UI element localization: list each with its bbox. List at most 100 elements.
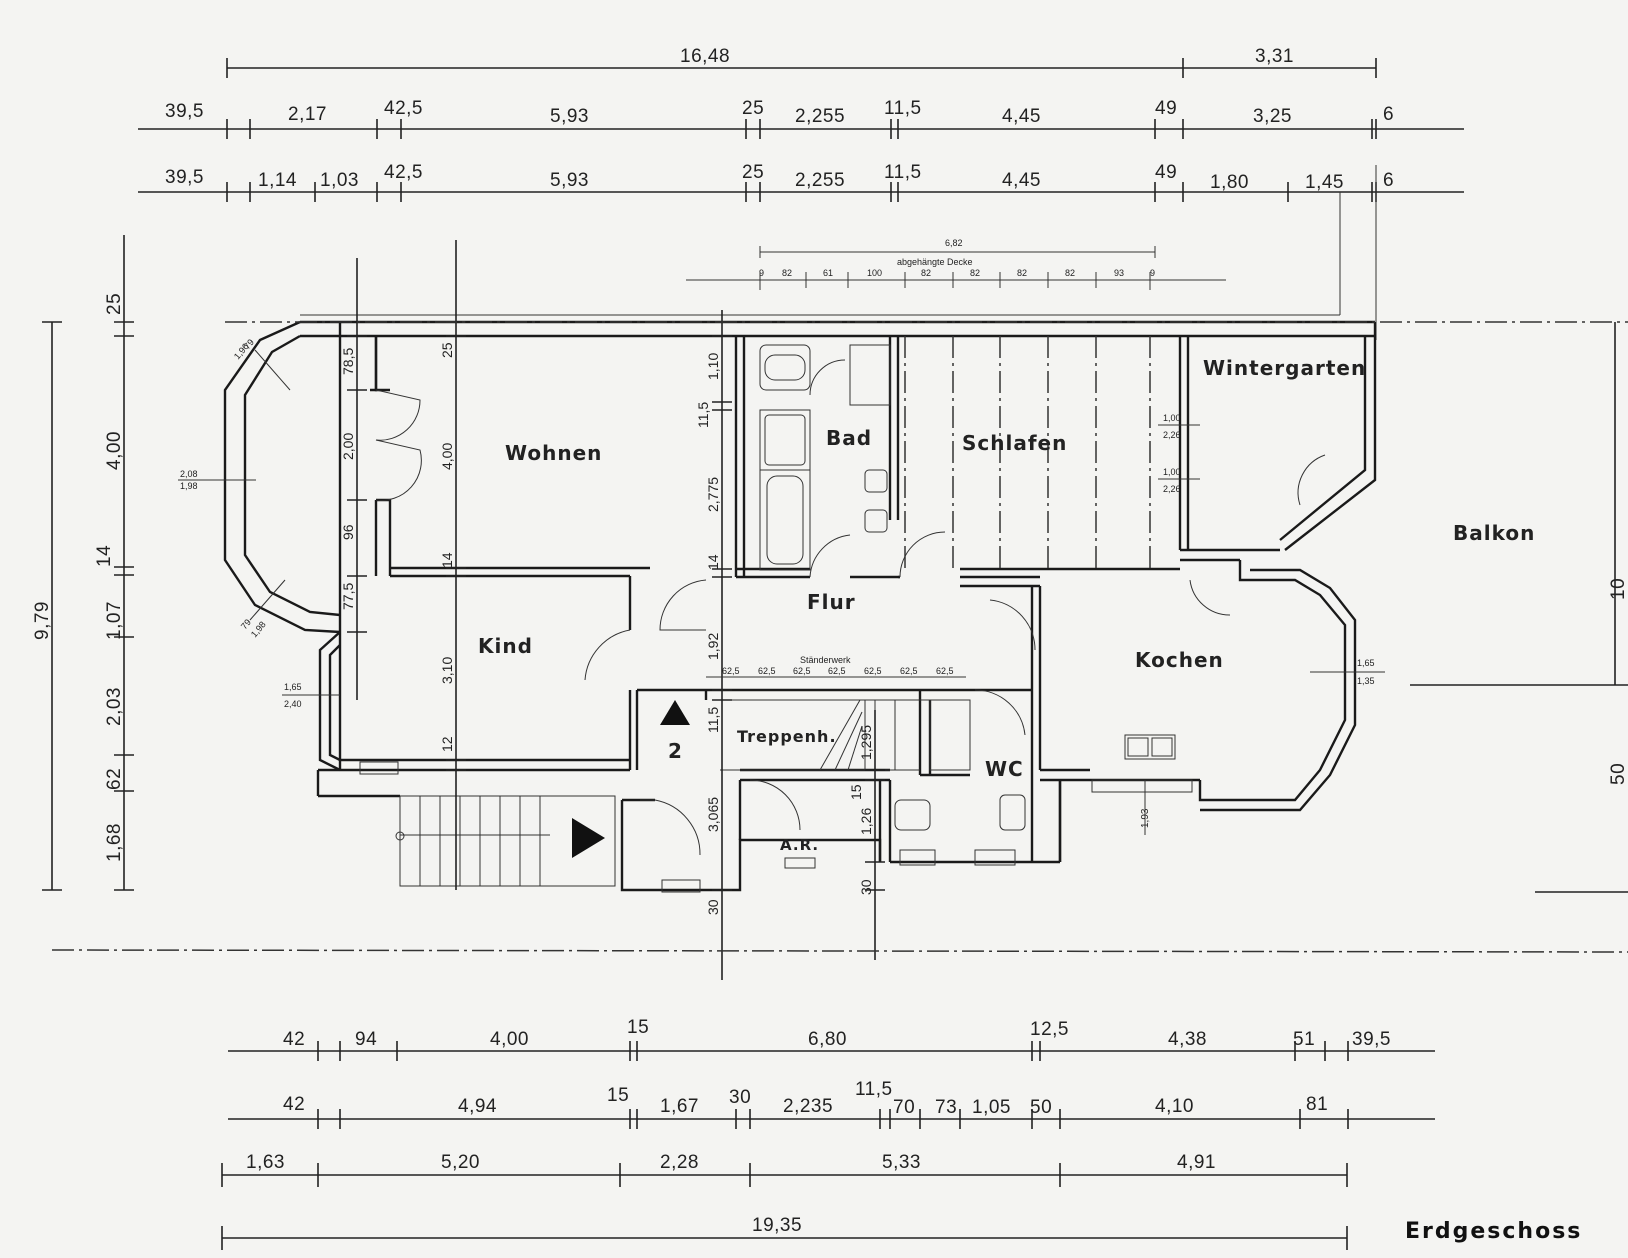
dim-b2-5: 2,235 [783, 1096, 833, 1117]
dim-r1-1: 2,17 [288, 104, 327, 125]
dim-balkon-50: 50 [1608, 763, 1628, 785]
dim-tcol-3: 30 [858, 879, 874, 895]
dim-fcol-0: 1,10 [705, 353, 721, 380]
dim-b1-5: 12,5 [1030, 1019, 1069, 1040]
room-flur: Flur [807, 590, 856, 614]
dim-sw1-1: 2,26 [1163, 430, 1181, 440]
room-wohnen: Wohnen [505, 441, 602, 465]
dim-sw: 62,5 [828, 666, 846, 676]
dim-left-5: 62 [104, 768, 125, 790]
dim-bay-top-0: 79 [242, 337, 256, 351]
dim-tcol-2: 1,26 [858, 808, 874, 835]
ceiling-seg: 82 [782, 268, 792, 278]
dim-left-6: 1,68 [104, 823, 125, 862]
dim-sw: 62,5 [793, 666, 811, 676]
dim-b2-12: 81 [1306, 1094, 1328, 1115]
dim-wcol-2: 14 [439, 552, 455, 568]
dim-balkon-10: 10 [1608, 578, 1628, 600]
dim-sw2-1: 2,26 [1163, 484, 1181, 494]
dim-fcol-2: 2,775 [705, 477, 721, 512]
dim-tcol-1: 15 [848, 784, 864, 800]
ceiling-seg: 61 [823, 268, 833, 278]
dim-fcol-5: 11,5 [705, 707, 721, 733]
ceiling-seg: 93 [1114, 268, 1124, 278]
dim-wcol-1: 4,00 [439, 443, 455, 470]
stair-up-triangle [660, 700, 690, 725]
room-wintergarten: Wintergarten [1203, 356, 1366, 380]
ceiling-seg: 9 [1150, 268, 1155, 278]
dim-fcol-1: 11,5 [695, 402, 711, 428]
dim-left-1: 4,00 [104, 431, 125, 470]
dim-wcol-4: 12 [439, 736, 455, 752]
fixtures [359, 336, 1193, 893]
dim-left-4: 2,03 [104, 687, 125, 726]
ceiling-total: 6,82 [945, 238, 963, 248]
dim-fcol-7: 30 [705, 899, 721, 915]
dim-r2-9: 49 [1155, 162, 1177, 183]
room-ar: A.R. [780, 836, 819, 854]
dim-b2-8: 73 [935, 1097, 957, 1118]
dim-b2-11: 4,10 [1155, 1096, 1194, 1117]
dim-sw: 62,5 [722, 666, 740, 676]
dim-fcol-4: 1,92 [705, 633, 721, 660]
left-dimension-chains: 9,79 25 4,00 14 1,07 2,03 62 1,68 [32, 235, 134, 891]
interior-dimensions: 78,5 2,00 96 77,5 25 4,00 14 3,10 12 1,1… [178, 240, 1628, 980]
dim-b1-1: 94 [355, 1029, 377, 1050]
dim-wohnen-v3: 77,5 [340, 583, 356, 610]
dim-sw: 62,5 [900, 666, 918, 676]
dim-kind-win-0: 1,65 [284, 682, 302, 692]
dim-r1-8: 49 [1155, 98, 1177, 119]
dim-sw: 62,5 [936, 666, 954, 676]
dim-r2-4: 5,93 [550, 170, 589, 191]
dim-kind-win-1: 2,40 [284, 699, 302, 709]
dim-b2-10: 50 [1030, 1097, 1052, 1118]
dim-r1-9: 3,25 [1253, 106, 1292, 127]
staenderwerk-label: Ständerwerk [800, 655, 851, 665]
dim-b1-6: 4,38 [1168, 1029, 1207, 1050]
dim-r2-2: 1,03 [320, 170, 359, 191]
dim-r2-0: 39,5 [165, 167, 204, 188]
ceiling-seg: 100 [867, 268, 882, 278]
dim-r1-2: 42,5 [384, 98, 423, 119]
dim-b1-2: 4,00 [490, 1029, 529, 1050]
ceiling-seg: 82 [1017, 268, 1027, 278]
dim-kw-0: 1,65 [1357, 658, 1375, 668]
room-kochen: Kochen [1135, 648, 1224, 672]
dim-sw1-0: 1,00 [1163, 413, 1181, 423]
stair-number: 2 [668, 739, 683, 763]
walls [223, 320, 1377, 892]
dim-r2-6: 2,255 [795, 170, 845, 191]
dim-r1-0: 39,5 [165, 101, 204, 122]
dim-b3-4: 4,91 [1177, 1152, 1216, 1173]
dim-overall-1: 16,48 [680, 46, 730, 67]
dim-b3-1: 5,20 [441, 1152, 480, 1173]
ceiling-seg: 9 [759, 268, 764, 278]
dim-r1-7: 4,45 [1002, 106, 1041, 127]
dim-b2-3: 1,67 [660, 1096, 699, 1117]
dim-b1-8: 39,5 [1352, 1029, 1391, 1050]
ceiling-seg: 82 [970, 268, 980, 278]
dim-wohnen-v2: 96 [340, 524, 356, 540]
dim-overall-2: 3,31 [1255, 46, 1294, 67]
dim-wcol-0: 25 [439, 342, 455, 358]
dim-left-3: 1,07 [104, 601, 125, 640]
dim-b2-9: 1,05 [972, 1097, 1011, 1118]
dim-wohnen-v1: 2,00 [340, 433, 356, 460]
dim-sw: 62,5 [758, 666, 776, 676]
dim-sw: 62,5 [864, 666, 882, 676]
dim-b1-7: 51 [1293, 1029, 1315, 1050]
dim-bay-bottom-0: 79 [239, 617, 253, 631]
dim-sw2-0: 1,00 [1163, 467, 1181, 477]
dim-b3-2: 2,28 [660, 1152, 699, 1173]
dim-r2-11: 1,45 [1305, 172, 1344, 193]
dim-r2-1: 1,14 [258, 170, 297, 191]
dim-r2-3: 42,5 [384, 162, 423, 183]
dim-r1-5: 2,255 [795, 106, 845, 127]
dim-b3-0: 1,63 [246, 1152, 285, 1173]
dim-kw-1: 1,35 [1357, 676, 1375, 686]
dim-b2-1: 4,94 [458, 1096, 497, 1117]
dim-left-0: 25 [104, 293, 125, 315]
ceiling-seg: 82 [1065, 268, 1075, 278]
top-dimension-chains: 16,48 3,31 39,5 2,17 42,5 5,93 25 2,255 … [138, 46, 1464, 340]
dim-left-2: 14 [94, 545, 115, 567]
